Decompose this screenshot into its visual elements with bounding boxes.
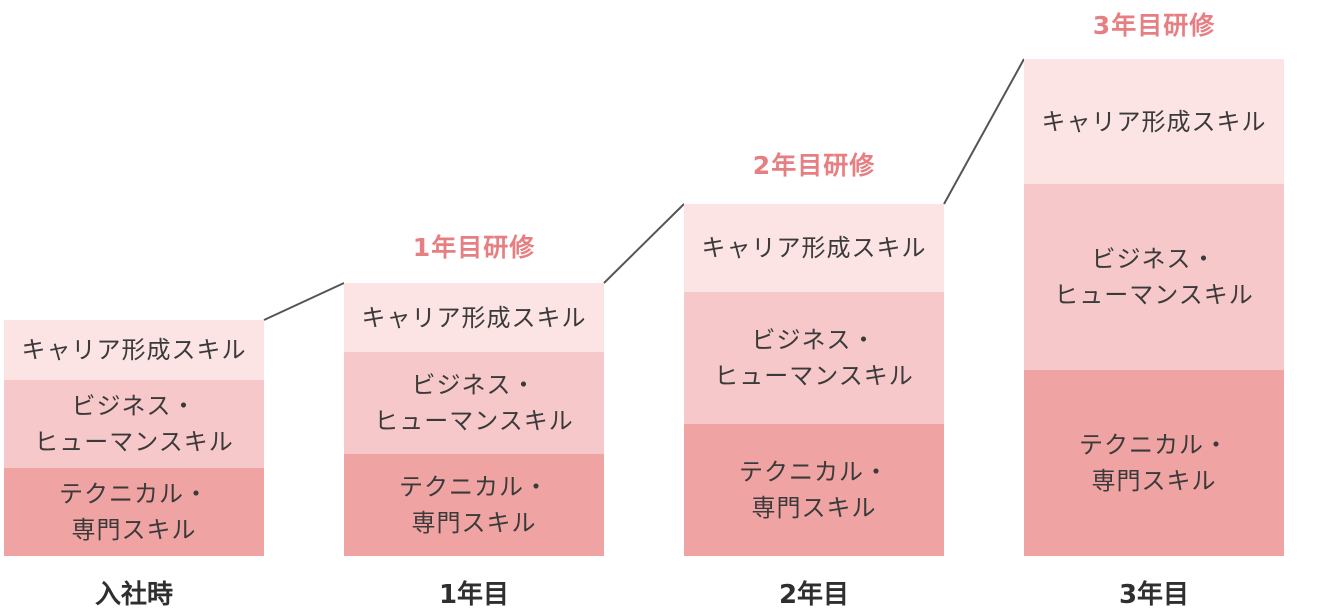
stage-year-label: 1年目	[438, 580, 510, 610]
business-skill-block: ビジネス・ ヒューマンスキル	[684, 292, 944, 424]
technical-skill-label-line1: テクニカル・	[59, 480, 209, 508]
stage-year-label: 入社時	[94, 580, 173, 610]
business-skill-label-line1: ビジネス・	[71, 392, 197, 420]
technical-skill-label-line2: 専門スキル	[411, 509, 537, 537]
stage-year-label: 2年目	[778, 580, 850, 610]
business-skill-label-line2: ヒューマンスキル	[714, 362, 914, 390]
technical-skill-label-line1: テクニカル・	[739, 458, 889, 486]
career-skill-label: キャリア形成スキル	[361, 303, 587, 332]
business-skill-block: ビジネス・ ヒューマンスキル	[4, 380, 264, 468]
technical-skill-block: テクニカル・ 専門スキル	[344, 454, 604, 556]
business-skill-label-line1: ビジネス・	[751, 326, 877, 354]
business-skill-block: ビジネス・ ヒューマンスキル	[1024, 184, 1284, 370]
connector-line-2	[603, 203, 685, 284]
technical-skill-label-line1: テクニカル・	[1079, 431, 1229, 459]
career-skill-label: キャリア形成スキル	[21, 336, 247, 364]
stage-column-entry: キャリア形成スキル ビジネス・ ヒューマンスキル テクニカル・ 専門スキル	[4, 0, 264, 556]
technical-skill-label-line2: 専門スキル	[71, 516, 197, 544]
technical-skill-block: テクニカル・ 専門スキル	[1024, 370, 1284, 556]
technical-skill-label-line1: テクニカル・	[399, 473, 549, 501]
career-skill-label: キャリア形成スキル	[701, 234, 927, 262]
technical-skill-label-line2: 専門スキル	[1091, 467, 1217, 495]
training-label-year1: 1年目研修	[412, 233, 536, 262]
technical-skill-block: テクニカル・ 専門スキル	[4, 468, 264, 556]
connector-line-1	[263, 282, 345, 321]
career-skill-block: キャリア形成スキル	[344, 283, 604, 352]
technical-skill-label-line2: 専門スキル	[751, 494, 877, 522]
business-skill-label-line2: ヒューマンスキル	[374, 407, 574, 435]
stage-column-year2: キャリア形成スキル ビジネス・ ヒューマンスキル テクニカル・ 専門スキル	[684, 0, 944, 556]
career-skill-block: キャリア形成スキル	[4, 320, 264, 380]
stage-column-year1: キャリア形成スキル ビジネス・ ヒューマンスキル テクニカル・ 専門スキル	[344, 0, 604, 556]
technical-skill-block: テクニカル・ 専門スキル	[684, 424, 944, 556]
stage-year-label: 3年目	[1118, 580, 1190, 610]
business-skill-label-line2: ヒューマンスキル	[1054, 281, 1254, 309]
training-label-year3: 3年目研修	[1092, 11, 1216, 40]
career-skill-block: キャリア形成スキル	[684, 204, 944, 292]
training-label-year2: 2年目研修	[752, 151, 876, 180]
business-skill-label-line1: ビジネス・	[411, 371, 537, 399]
career-skill-block: キャリア形成スキル	[1024, 59, 1284, 184]
career-skill-label: キャリア形成スキル	[1041, 107, 1267, 136]
business-skill-label-line1: ビジネス・	[1091, 245, 1217, 273]
business-skill-label-line2: ヒューマンスキル	[34, 428, 234, 456]
business-skill-block: ビジネス・ ヒューマンスキル	[344, 352, 604, 454]
connector-line-3	[943, 58, 1025, 205]
stage-column-year3: キャリア形成スキル ビジネス・ ヒューマンスキル テクニカル・ 専門スキル	[1024, 0, 1284, 556]
